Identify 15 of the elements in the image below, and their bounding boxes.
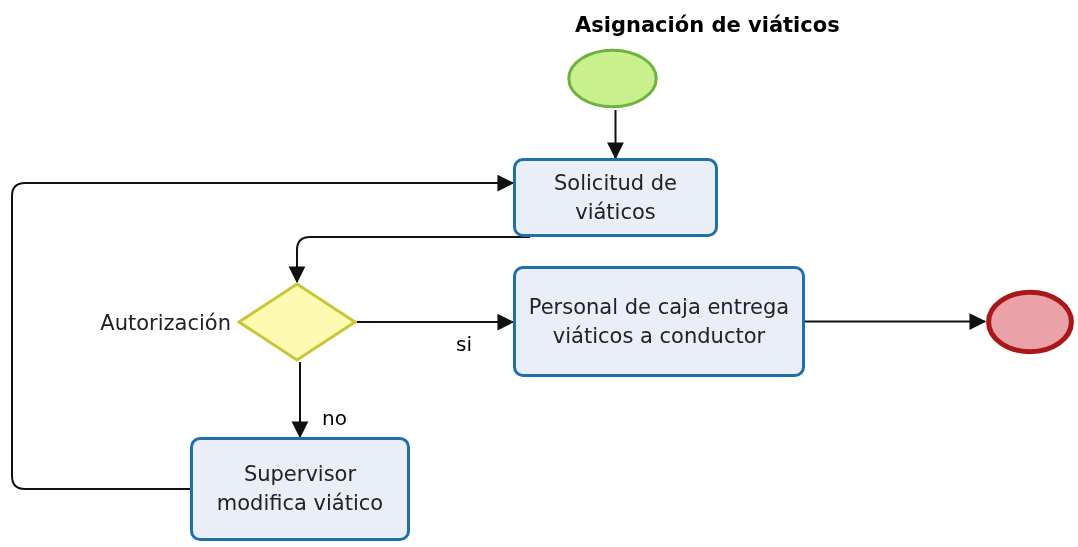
diagram-title: Asignación de viáticos [575, 12, 840, 39]
task-label: Personal de caja entrega viáticos a conductor [527, 293, 791, 350]
process-box [513, 158, 718, 237]
arrow [291, 361, 309, 439]
arrow [356, 313, 515, 331]
arrow [607, 109, 624, 160]
end-event-circle [985, 289, 1075, 355]
process-box [513, 266, 805, 377]
start-event-circle [565, 47, 660, 110]
task-label: Solicitud de viáticos [553, 169, 678, 226]
gateway-label: Autorización [100, 310, 231, 337]
process-box [190, 437, 410, 541]
arrow [11, 174, 515, 490]
task-label: Supervisor modifica viático [215, 461, 385, 517]
arrow [804, 313, 987, 330]
